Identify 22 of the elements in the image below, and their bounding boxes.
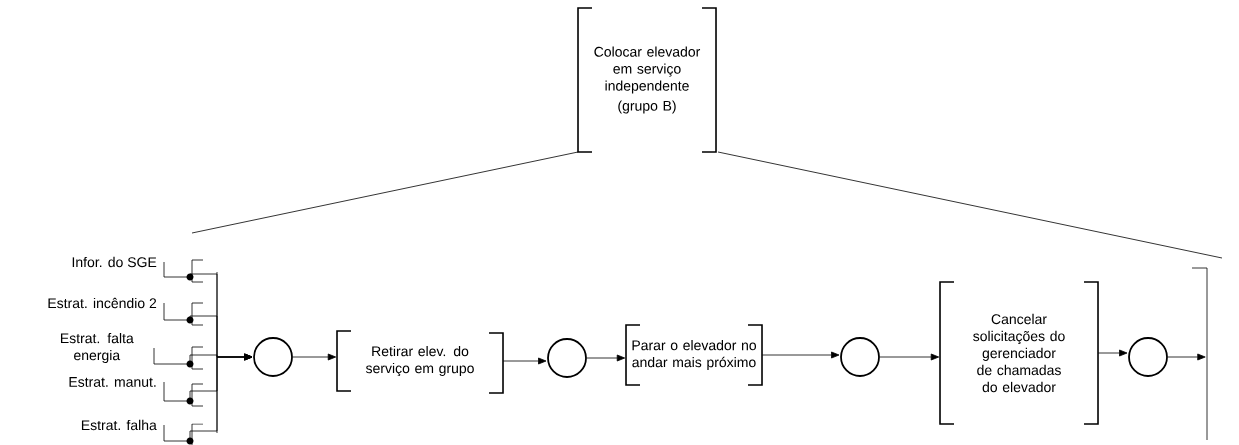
input-label: Infor. do SGE [72,256,157,268]
arrow [163,353,253,445]
arrow [1167,353,1206,361]
bracket-box: Retirar elev. do serviço em grupo [336,330,504,394]
arrow [502,357,547,365]
input-label: Estrat. falha [81,419,157,431]
end-bar [1191,267,1208,441]
input-label: Estrat. incêndio 2 [48,297,157,309]
circle-node [253,337,293,377]
input-label: Estrat. falta energia [61,333,134,364]
bracket-box: Parar o elevador no andar mais próximo [625,324,763,386]
arrow [761,351,840,359]
bracket-box: Colocar elevador em serviço independente (grupo B) [577,7,717,153]
arrow [879,353,940,361]
bracket-box: Cancelar solicitações do gerenciador de chamadas do elevador [939,281,1099,425]
circle-node [547,338,587,378]
arrow [586,354,626,362]
circle-node [840,337,880,377]
input-label: Estrat. manut. [69,377,156,387]
arrow [1097,349,1128,357]
arrow [292,353,337,361]
circle-node [1128,337,1168,377]
